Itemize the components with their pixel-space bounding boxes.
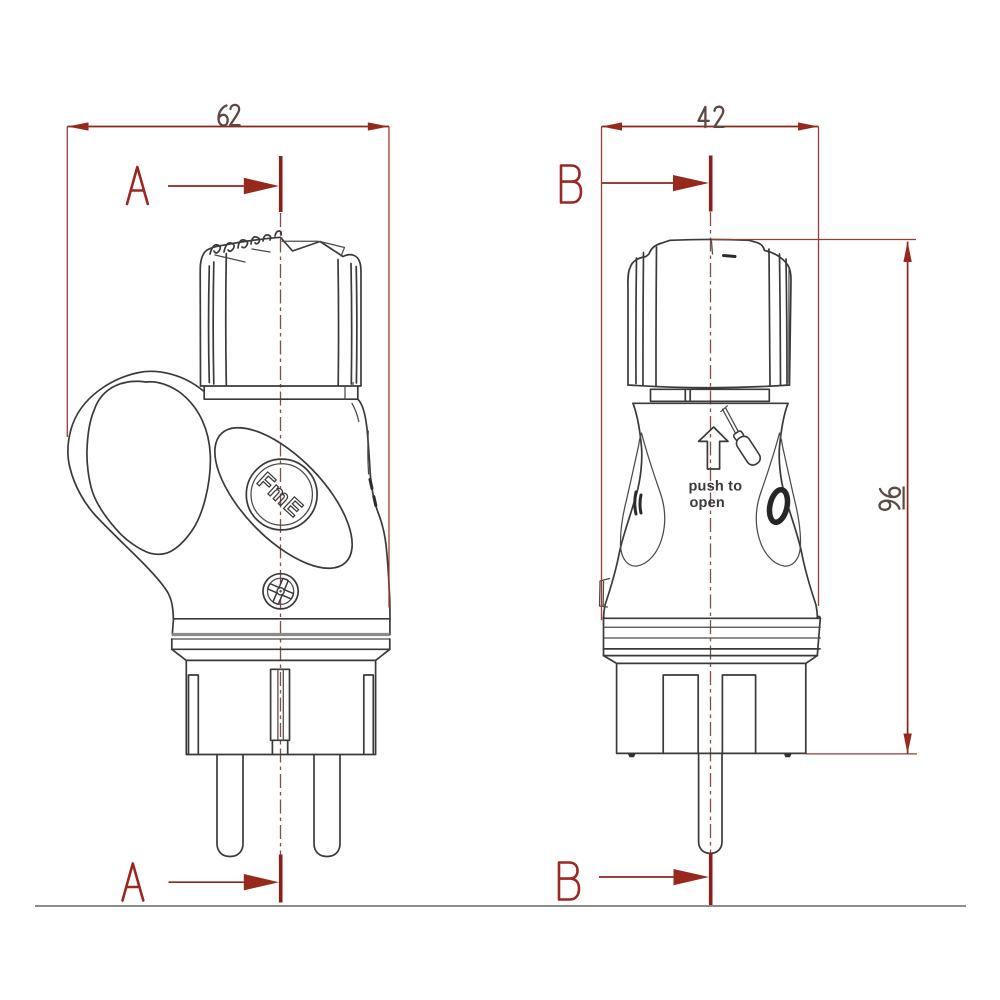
- svg-text:open: open: [690, 495, 725, 511]
- svg-text:push to: push to: [689, 479, 743, 495]
